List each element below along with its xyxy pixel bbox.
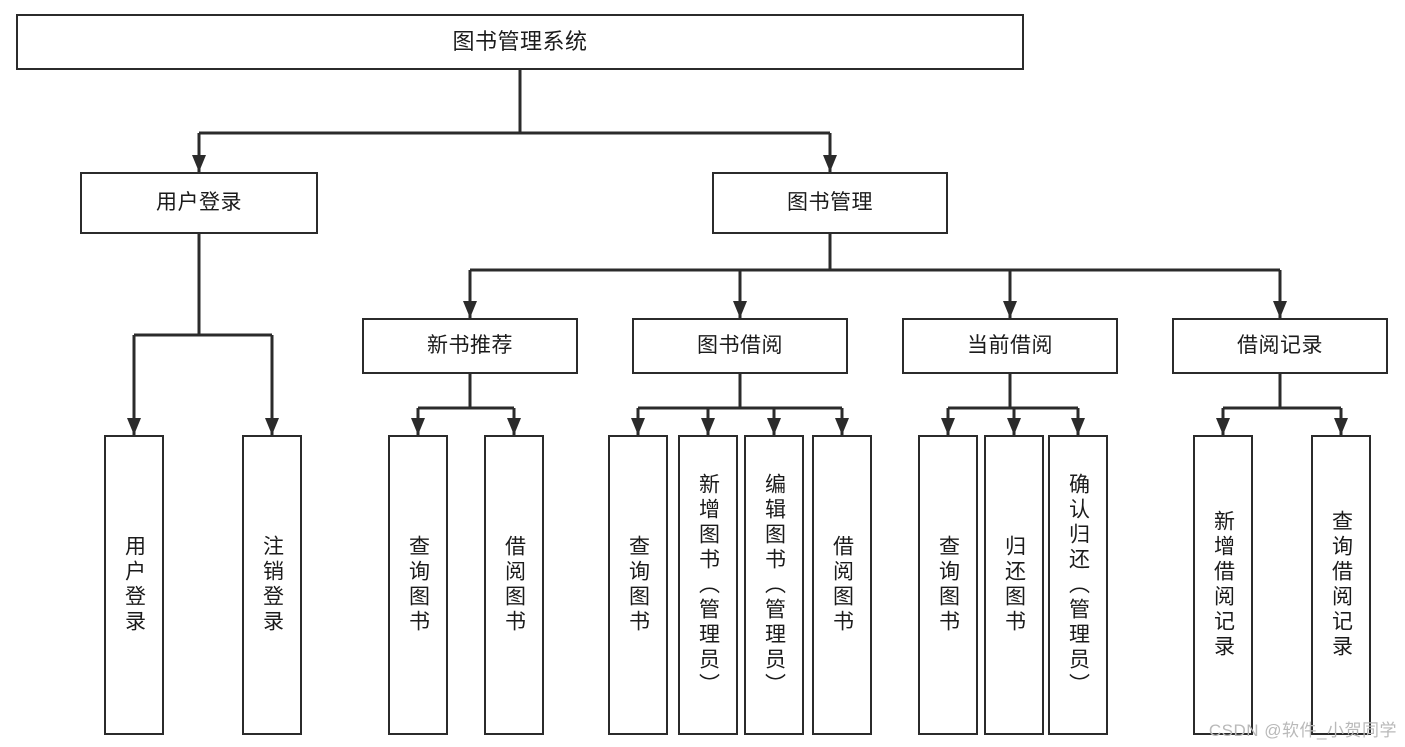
node-root: 图书管理系统 — [16, 14, 1024, 70]
arrowhead-icon — [835, 418, 849, 435]
node-label: 用户登录 — [122, 535, 146, 635]
arrowhead-icon — [1273, 301, 1287, 318]
node-label: 查询图书 — [936, 535, 960, 635]
arrowhead-icon — [463, 301, 477, 318]
node-leaf-borrow-book-2: 借阅图书 — [812, 435, 872, 735]
node-leaf-confirm-return: 确认归还（管理员） — [1048, 435, 1108, 735]
arrowhead-icon — [1003, 301, 1017, 318]
arrowhead-icon — [701, 418, 715, 435]
arrowhead-icon — [823, 155, 837, 172]
arrowhead-icon — [631, 418, 645, 435]
arrowhead-icon — [265, 418, 279, 435]
node-label: 查询图书 — [406, 535, 430, 635]
node-label: 图书管理系统 — [452, 28, 588, 54]
node-label: 编辑图书（管理员） — [762, 472, 786, 698]
arrowhead-icon — [733, 301, 747, 318]
node-leaf-query-book-2: 查询图书 — [608, 435, 668, 735]
arrowhead-icon — [1216, 418, 1230, 435]
arrowhead-icon — [192, 155, 206, 172]
node-label: 用户登录 — [156, 191, 242, 215]
node-label: 借阅图书 — [502, 535, 526, 635]
arrowhead-icon — [1071, 418, 1085, 435]
node-leaf-add-book: 新增图书（管理员） — [678, 435, 738, 735]
node-label: 新增借阅记录 — [1211, 510, 1235, 660]
node-label: 图书管理 — [787, 191, 873, 215]
node-leaf-logout: 注销登录 — [242, 435, 302, 735]
node-label: 图书借阅 — [697, 334, 783, 358]
node-label: 查询图书 — [626, 535, 650, 635]
node-label: 归还图书 — [1002, 535, 1026, 635]
node-label: 注销登录 — [260, 535, 284, 635]
arrowhead-icon — [1334, 418, 1348, 435]
node-leaf-edit-book: 编辑图书（管理员） — [744, 435, 804, 735]
node-leaf-return-book: 归还图书 — [984, 435, 1044, 735]
arrowhead-icon — [1007, 418, 1021, 435]
node-label: 新增图书（管理员） — [696, 472, 720, 698]
node-book-borrow: 图书借阅 — [632, 318, 848, 374]
node-borrow-record: 借阅记录 — [1172, 318, 1388, 374]
node-current-borrow: 当前借阅 — [902, 318, 1118, 374]
arrowhead-icon — [767, 418, 781, 435]
node-label: 新书推荐 — [427, 334, 513, 358]
node-leaf-query-book-1: 查询图书 — [388, 435, 448, 735]
node-leaf-user-login: 用户登录 — [104, 435, 164, 735]
node-book-manage: 图书管理 — [712, 172, 948, 234]
node-leaf-borrow-book-1: 借阅图书 — [484, 435, 544, 735]
node-leaf-query-book-3: 查询图书 — [918, 435, 978, 735]
node-new-book-rec: 新书推荐 — [362, 318, 578, 374]
node-leaf-query-record: 查询借阅记录 — [1311, 435, 1371, 735]
node-user-login: 用户登录 — [80, 172, 318, 234]
node-label: 确认归还（管理员） — [1066, 472, 1090, 698]
node-label: 借阅图书 — [830, 535, 854, 635]
arrowhead-icon — [507, 418, 521, 435]
node-label: 查询借阅记录 — [1329, 510, 1353, 660]
node-label: 借阅记录 — [1237, 334, 1323, 358]
node-label: 当前借阅 — [967, 334, 1053, 358]
arrowhead-icon — [941, 418, 955, 435]
node-leaf-add-record: 新增借阅记录 — [1193, 435, 1253, 735]
arrowhead-icon — [411, 418, 425, 435]
arrowhead-icon — [127, 418, 141, 435]
